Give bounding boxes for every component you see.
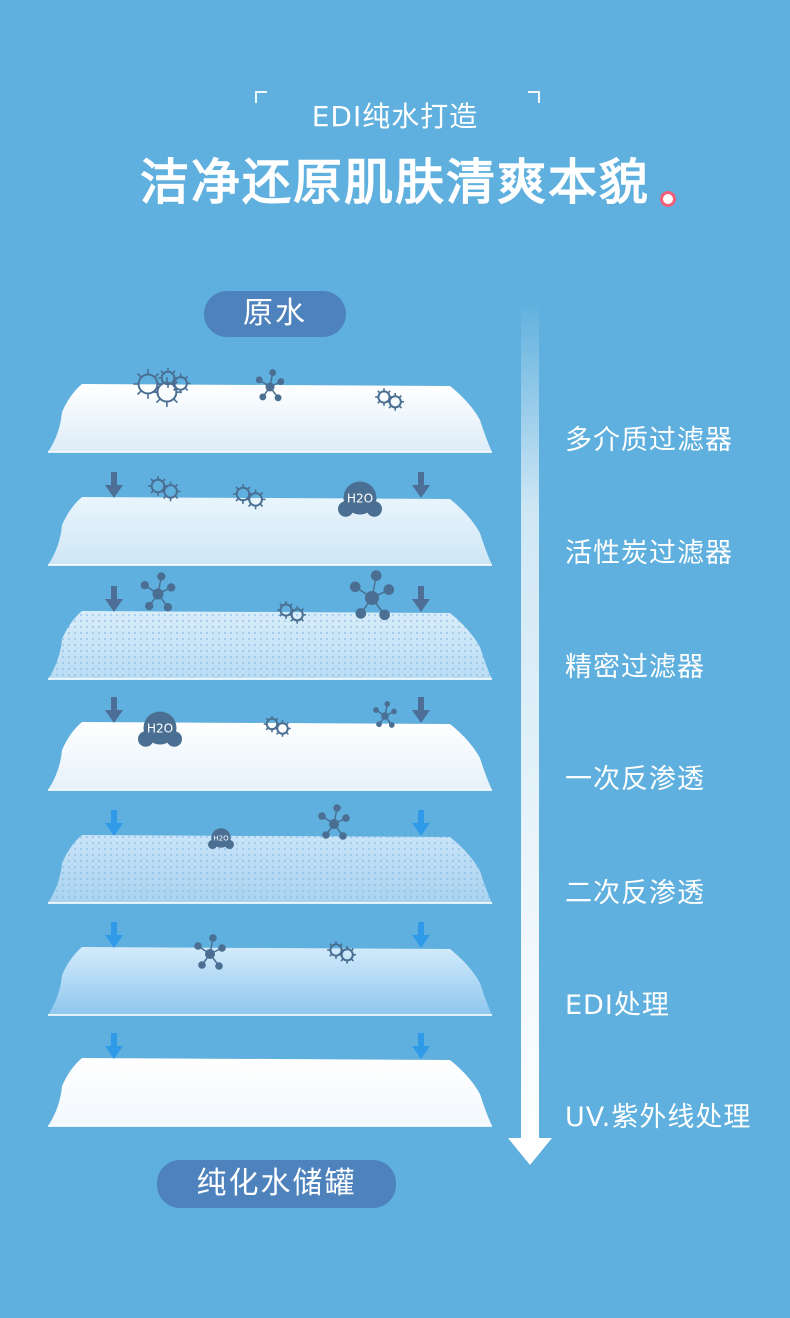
flow-arrow-left-icon — [105, 1033, 123, 1059]
flow-arrow-right-icon — [412, 1033, 430, 1059]
molecule-icon — [318, 804, 350, 840]
flow-arrow-right-icon — [412, 810, 430, 836]
water-molecule-icon: H2O — [338, 482, 382, 517]
filter-layer — [48, 835, 492, 903]
stage-label: 活性炭过滤器 — [565, 531, 733, 570]
flow-direction-shaft — [521, 300, 539, 1140]
filter-layer — [48, 947, 492, 1015]
flow-arrow-left-icon — [105, 922, 123, 948]
filter-layer — [48, 384, 492, 452]
water-molecule-label: H2O — [347, 491, 373, 505]
molecule-icon — [141, 572, 176, 611]
flow-arrow-right-icon — [412, 922, 430, 948]
stage-label: EDI处理 — [565, 983, 670, 1022]
flow-arrow-left-icon — [105, 472, 123, 498]
flow-arrow-right-icon — [412, 586, 430, 612]
stage-label: 一次反渗透 — [565, 757, 705, 796]
filter-layer — [48, 611, 492, 679]
flow-arrow-left-icon — [105, 586, 123, 612]
flow-direction-arrowhead-icon — [508, 1138, 552, 1165]
flow-arrow-right-icon — [412, 697, 430, 723]
stage-label: UV.紫外线处理 — [565, 1095, 751, 1134]
filter-layer — [48, 497, 492, 565]
flow-arrow-right-icon — [412, 472, 430, 498]
stage-label: 多介质过滤器 — [565, 418, 733, 457]
water-molecule-label: H2O — [147, 721, 173, 735]
filter-layer — [48, 722, 492, 790]
water-molecule-icon: H2O — [138, 712, 182, 747]
water-molecule-label: H2O — [213, 834, 229, 843]
filter-layer — [48, 1058, 492, 1126]
flow-arrow-left-icon — [105, 697, 123, 723]
stage-label: 二次反渗透 — [565, 871, 705, 910]
water-molecule-icon: H2O — [208, 828, 234, 849]
flow-arrow-left-icon — [105, 810, 123, 836]
stage-label: 精密过滤器 — [565, 645, 705, 684]
